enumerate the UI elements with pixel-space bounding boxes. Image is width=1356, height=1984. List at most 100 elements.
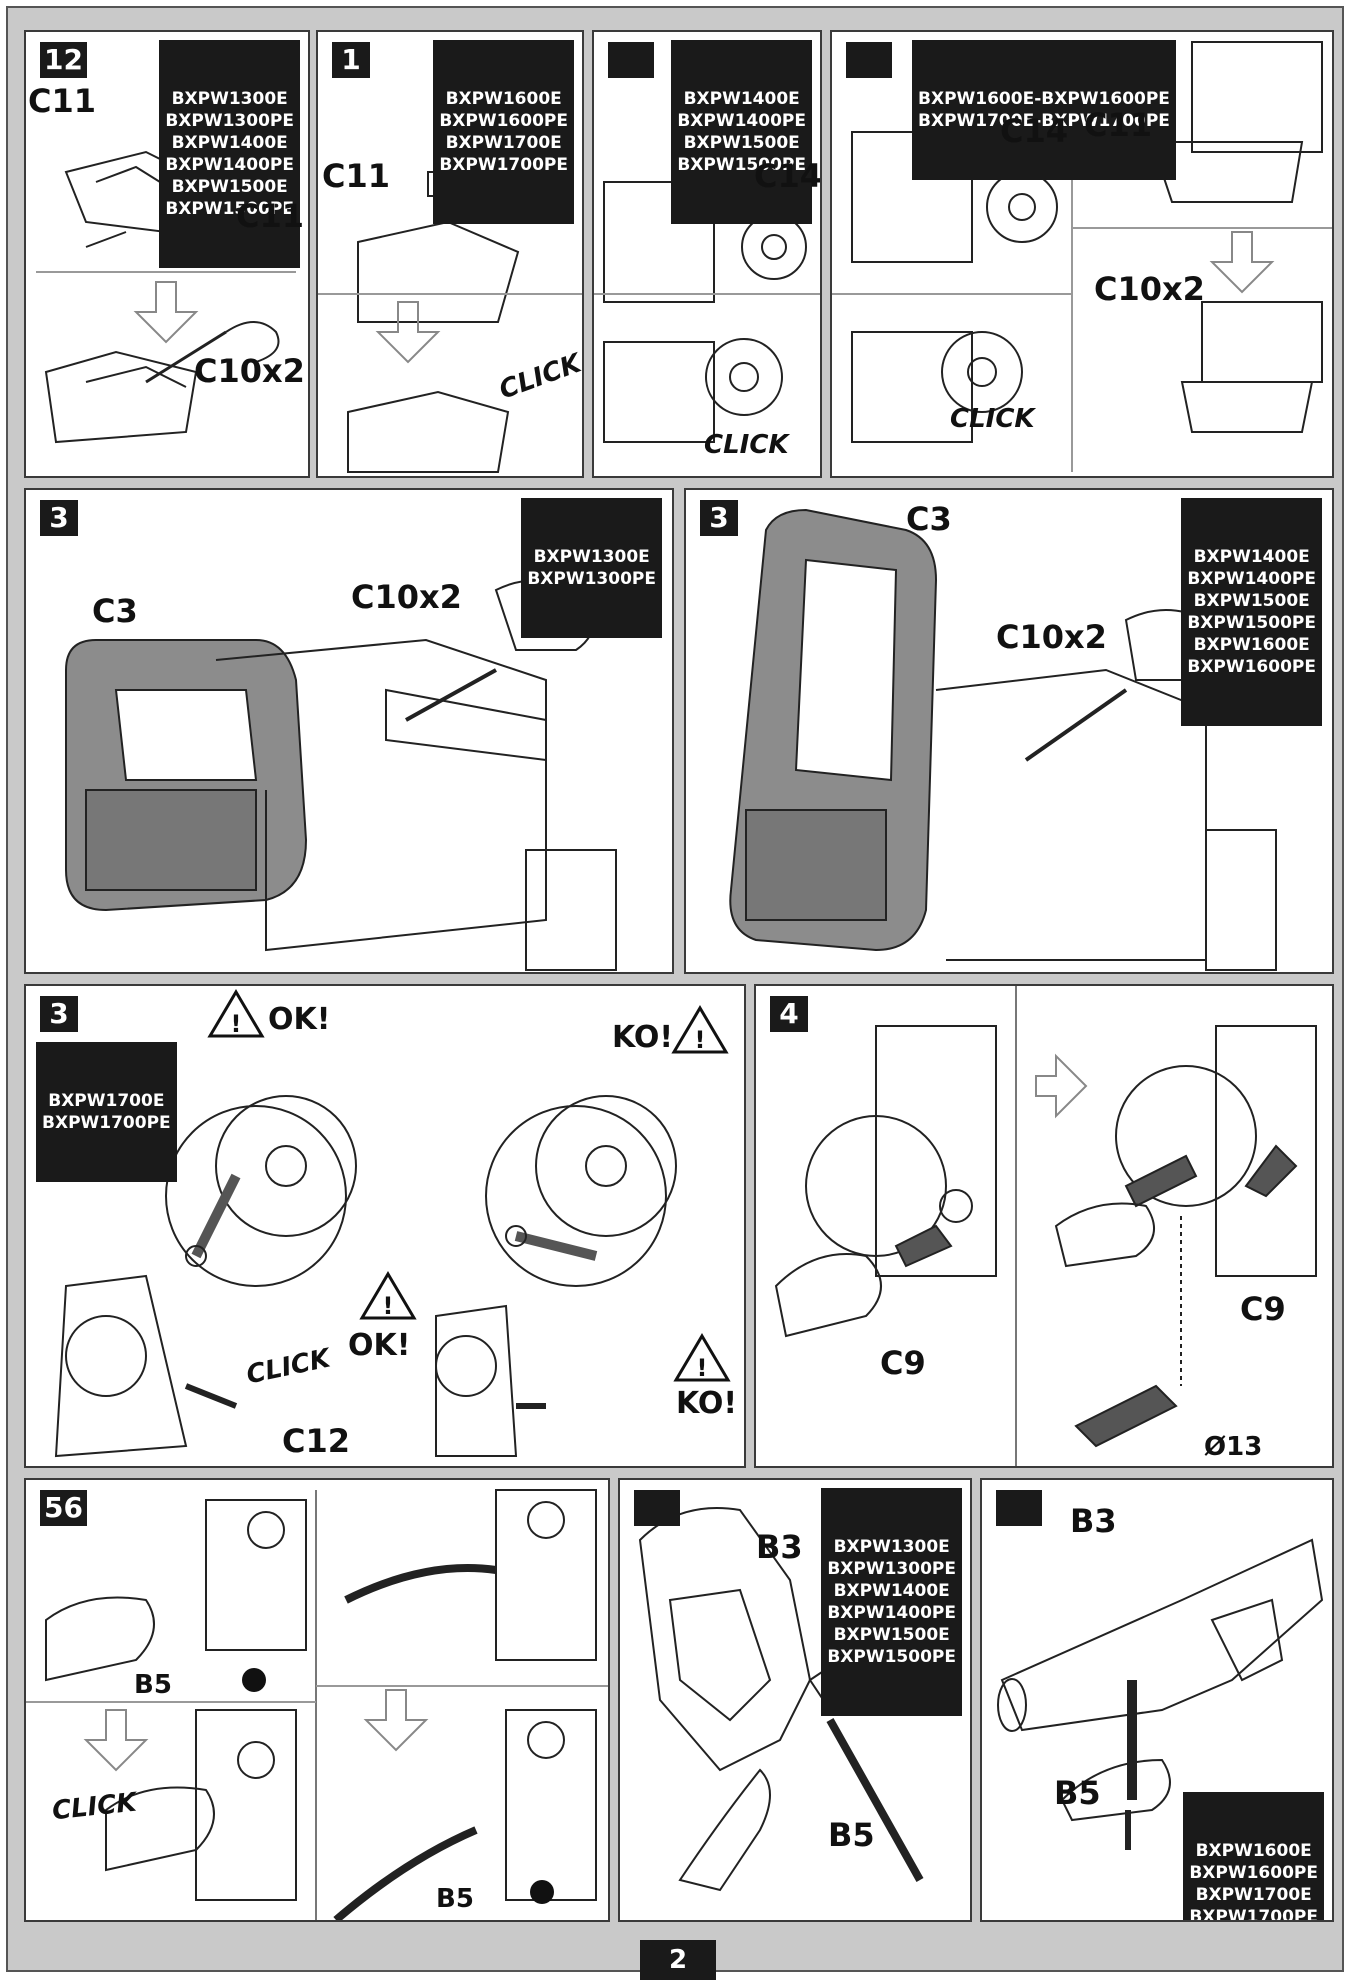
svg-text:!: ! bbox=[231, 1010, 242, 1038]
model-name: BXPW1300PE bbox=[165, 111, 294, 131]
model-name: BXPW1500E bbox=[171, 177, 288, 197]
model-name: BXPW1500PE bbox=[165, 199, 294, 219]
illustration-handle-c11 bbox=[36, 150, 296, 444]
part-label: C9 bbox=[880, 1344, 926, 1382]
model-name: BXPW1600PE bbox=[1187, 657, 1316, 677]
part-label: B5 bbox=[134, 1670, 172, 1700]
model-name: BXPW1700E bbox=[1195, 1885, 1312, 1905]
model-name: BXPW1300PE bbox=[827, 1559, 956, 1579]
page-number: 2 bbox=[640, 1940, 716, 1980]
model-name: BXPW1700PE bbox=[42, 1113, 171, 1133]
ko-label: KO! bbox=[612, 1020, 674, 1055]
part-label: C9 bbox=[1240, 1290, 1286, 1328]
model-name: BXPW1700E bbox=[445, 133, 562, 153]
model-name: BXPW1400PE bbox=[827, 1603, 956, 1623]
svg-text:!: ! bbox=[695, 1026, 706, 1054]
illustration-hose-reel-crank: !!!! bbox=[54, 989, 731, 1458]
illustration-handle-c3 bbox=[65, 579, 617, 971]
part-label: B5 bbox=[828, 1816, 875, 1854]
illustration-wheel-c14 bbox=[594, 181, 820, 443]
part-label: C10x2 bbox=[996, 618, 1107, 656]
part-label: C11 bbox=[1084, 106, 1153, 144]
step-number bbox=[996, 1490, 1042, 1526]
model-name: BXPW1600E bbox=[1195, 1841, 1312, 1861]
ok-label: OK! bbox=[348, 1328, 411, 1363]
illustration-handle-click bbox=[318, 171, 582, 473]
model-name: BXPW1500PE bbox=[827, 1647, 956, 1667]
illustration-wheel-handle bbox=[832, 41, 1332, 472]
svg-text:!: ! bbox=[697, 1354, 708, 1382]
panel-step5a: 56 B5 B5 CLICK bbox=[24, 1478, 610, 1922]
model-name: BXPW1600PE bbox=[439, 111, 568, 131]
part-label: C10x2 bbox=[351, 578, 462, 616]
model-name: BXPW1700PE bbox=[439, 155, 568, 175]
part-label: Ø13 bbox=[1204, 1432, 1263, 1462]
part-label: B3 bbox=[756, 1528, 803, 1566]
model-name: BXPW1500E bbox=[683, 133, 800, 153]
model-name: BXPW1500E bbox=[1193, 591, 1310, 611]
model-name: BXPW1300PE bbox=[527, 569, 656, 589]
step-number: 3 bbox=[40, 500, 78, 536]
model-name: BXPW1300E bbox=[171, 89, 288, 109]
part-label: C3 bbox=[906, 500, 952, 538]
part-label: C3 bbox=[92, 592, 138, 630]
step-number: 3 bbox=[700, 500, 738, 536]
part-label: C14 bbox=[754, 157, 822, 195]
part-label: C11 bbox=[236, 197, 305, 235]
model-name: BXPW1600E bbox=[445, 89, 562, 109]
model-name: BXPW1400PE bbox=[165, 155, 294, 175]
step-number: 3 bbox=[40, 996, 78, 1032]
step-number bbox=[634, 1490, 680, 1526]
model-name: BXPW1400E bbox=[683, 89, 800, 109]
part-label: C12 bbox=[282, 1422, 351, 1460]
step-number bbox=[846, 42, 892, 78]
part-label: C11 bbox=[28, 82, 97, 120]
step-number bbox=[608, 42, 654, 78]
part-label: C10x2 bbox=[194, 352, 305, 390]
step-number: 12 bbox=[40, 42, 87, 78]
model-name: BXPW1600E bbox=[1193, 635, 1310, 655]
illustration-gun-horizontal bbox=[997, 1538, 1324, 1850]
part-label: C11 bbox=[322, 157, 391, 195]
click-label: CLICK bbox=[950, 404, 1035, 434]
model-name: BXPW1400PE bbox=[1187, 569, 1316, 589]
part-label: C14 bbox=[1000, 112, 1069, 150]
model-name: BXPW1400PE bbox=[677, 111, 806, 131]
model-name: BXPW1300E bbox=[833, 1537, 950, 1557]
part-label: B5 bbox=[436, 1884, 474, 1914]
step-number: 1 bbox=[332, 42, 370, 78]
illustration-handle-c3-tall bbox=[729, 508, 1277, 971]
model-name: BXPW1700E-BXPW1700PE bbox=[918, 111, 1170, 131]
ok-label: OK! bbox=[268, 1002, 331, 1037]
part-label: C10x2 bbox=[1094, 270, 1205, 308]
model-name: BXPW1700PE bbox=[1189, 1907, 1318, 1922]
marker-dot bbox=[242, 1668, 266, 1692]
model-name: BXPW1500PE bbox=[677, 155, 806, 175]
model-name: BXPW1600E-BXPW1600PE bbox=[918, 89, 1170, 109]
step-number: 4 bbox=[770, 996, 808, 1032]
model-name: BXPW1500PE bbox=[1187, 613, 1316, 633]
panel-step4: 4 C9 C9 Ø13 bbox=[754, 984, 1334, 1468]
model-name: BXPW1600PE bbox=[1189, 1863, 1318, 1883]
model-name: BXPW1400E bbox=[833, 1581, 950, 1601]
model-name: BXPW1700E bbox=[48, 1091, 165, 1111]
part-label: B5 bbox=[1054, 1774, 1101, 1812]
part-label: B3 bbox=[1070, 1502, 1117, 1540]
ko-label: KO! bbox=[676, 1386, 738, 1421]
marker-dot bbox=[530, 1880, 554, 1904]
step-number: 56 bbox=[40, 1490, 87, 1526]
